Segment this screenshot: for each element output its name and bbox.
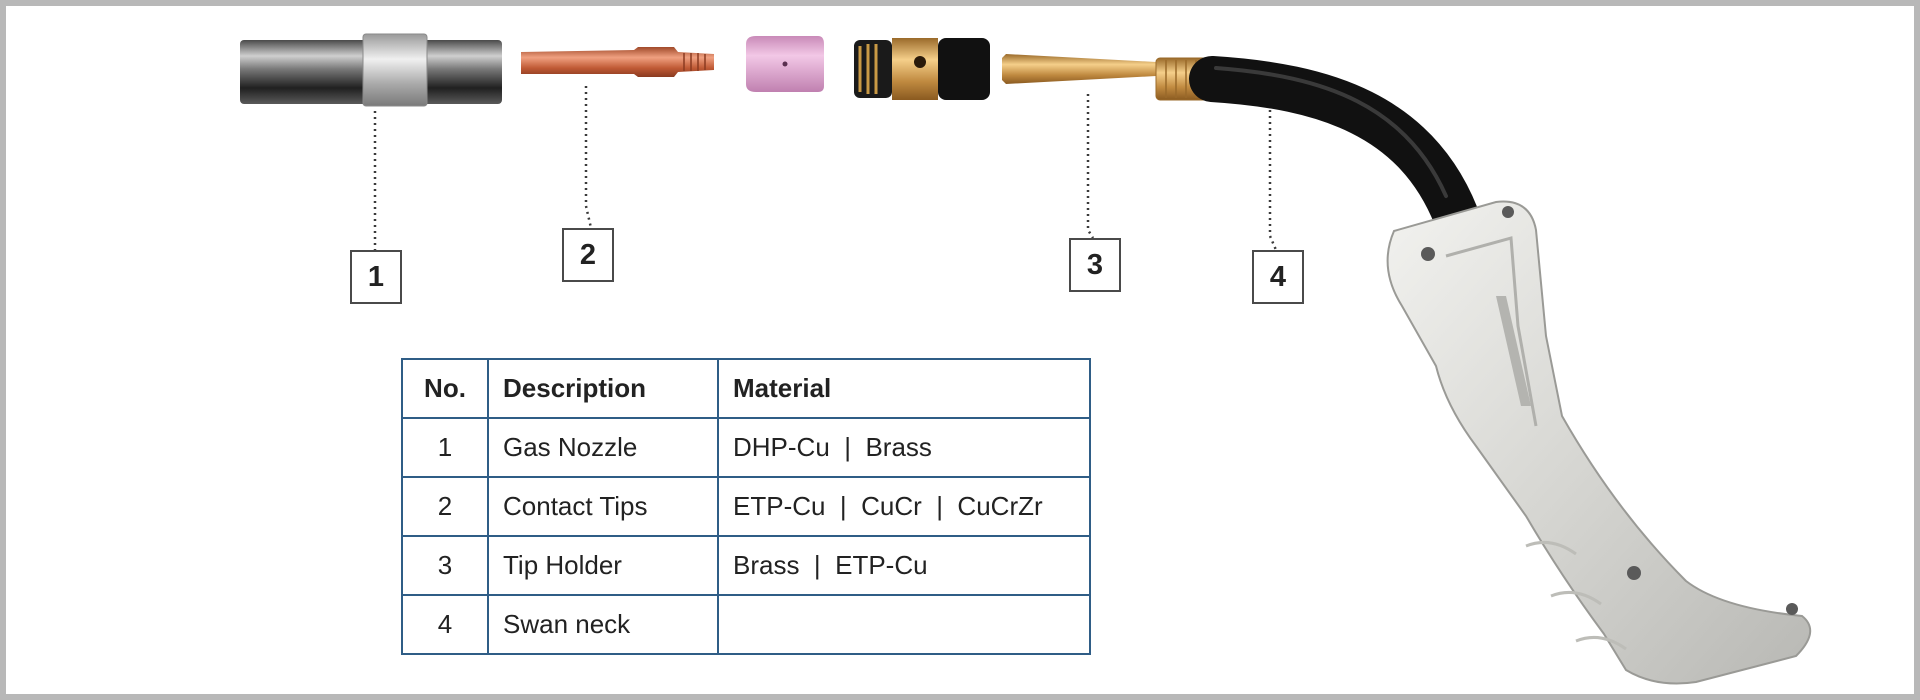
row-number: 4 — [401, 594, 489, 655]
gas-nozzle-part — [240, 33, 502, 107]
row-material: Brass | ETP-Cu — [717, 535, 1091, 596]
callout-label-1: 1 — [350, 250, 402, 304]
row-description: Gas Nozzle — [487, 417, 719, 478]
row-description: Tip Holder — [487, 535, 719, 596]
row-material: DHP-Cu | Brass — [717, 417, 1091, 478]
header-no: No. — [401, 358, 489, 419]
leader-lines — [373, 86, 1278, 251]
row-description: Swan neck — [487, 594, 719, 655]
table-row: 1 Gas Nozzle DHP-Cu | Brass — [401, 417, 1091, 478]
row-material — [717, 594, 1091, 655]
handle-logo — [1496, 296, 1531, 406]
leader-line-4 — [1268, 110, 1278, 251]
swan-neck-part — [1189, 56, 1479, 239]
header-material: Material — [717, 358, 1091, 419]
torch-parts-illustration — [240, 33, 1812, 685]
row-number: 3 — [401, 535, 489, 596]
table-row: 3 Tip Holder Brass | ETP-Cu — [401, 535, 1091, 596]
row-material: ETP-Cu | CuCr | CuCrZr — [717, 476, 1091, 537]
parts-table: No. Description Material 1 Gas Nozzle DH… — [401, 358, 1091, 655]
table-header-row: No. Description Material — [401, 358, 1091, 419]
leader-line-3 — [1086, 94, 1095, 239]
ceramic-insulator-part — [746, 36, 824, 92]
contact-tip-part — [521, 47, 714, 77]
header-description: Description — [487, 358, 719, 419]
callout-label-3: 3 — [1069, 238, 1121, 292]
row-number: 1 — [401, 417, 489, 478]
callout-label-2: 2 — [562, 228, 614, 282]
gas-diffuser-part — [854, 38, 990, 100]
leader-line-2 — [584, 86, 593, 229]
callout-label-4: 4 — [1252, 250, 1304, 304]
row-description: Contact Tips — [487, 476, 719, 537]
torch-handle — [1386, 200, 1812, 685]
table-row: 4 Swan neck — [401, 594, 1091, 655]
table-row: 2 Contact Tips ETP-Cu | CuCr | CuCrZr — [401, 476, 1091, 537]
row-number: 2 — [401, 476, 489, 537]
tip-holder-part — [1002, 54, 1212, 101]
